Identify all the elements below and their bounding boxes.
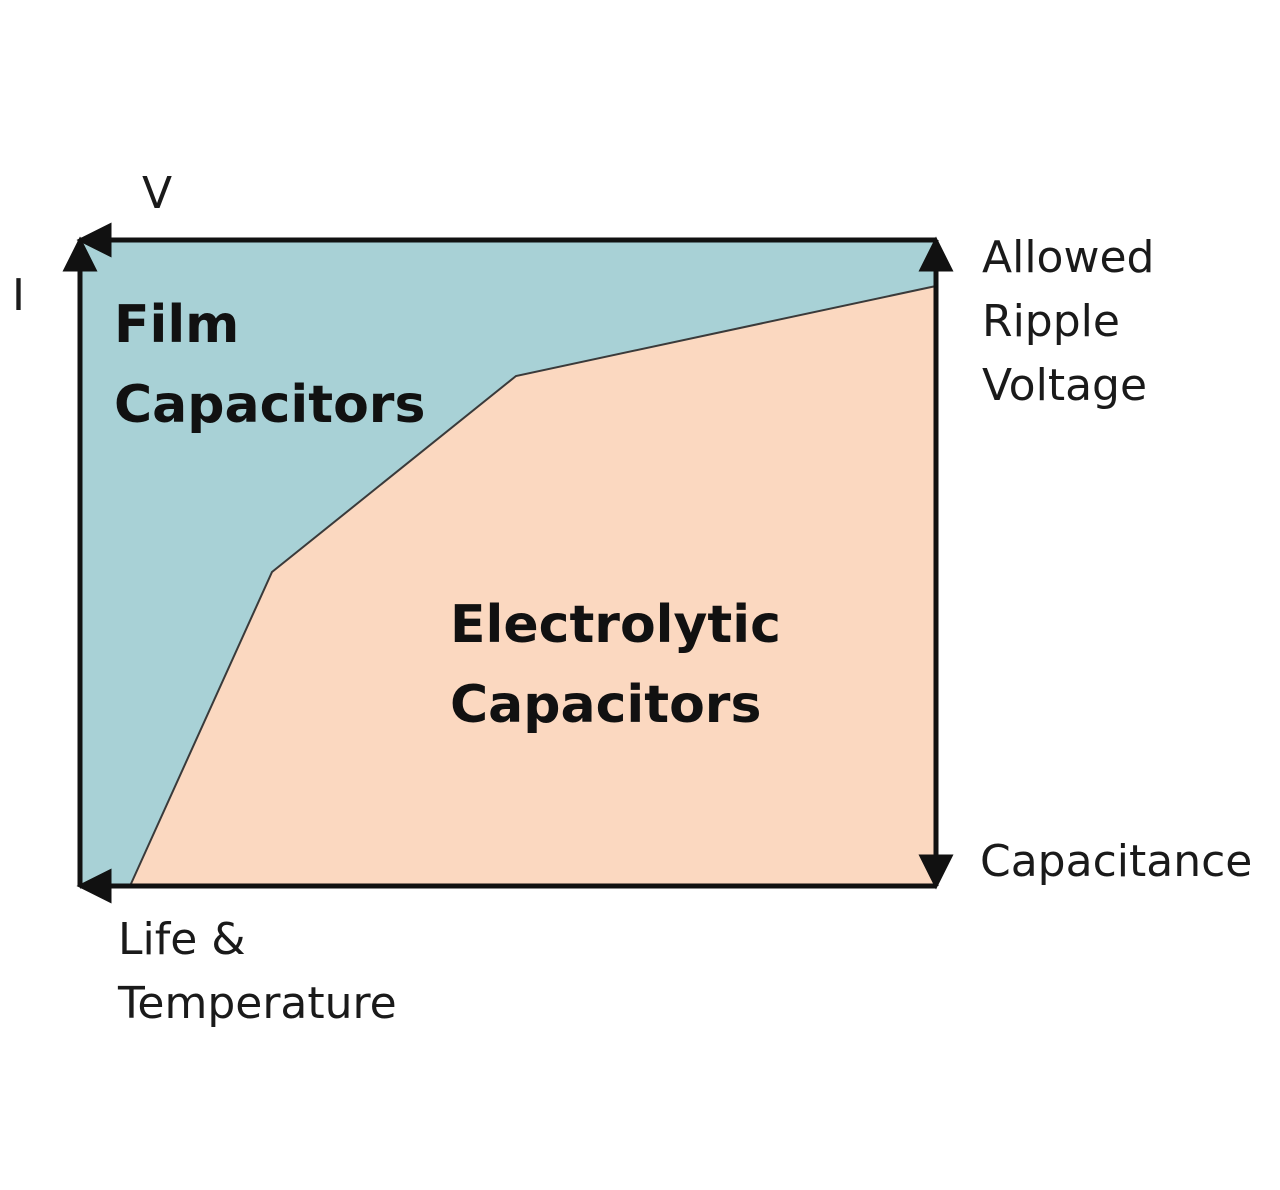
voltage-axis-label: V [142,168,172,219]
electrolytic-capacitors-label-line2: Capacitors [450,675,761,735]
film-capacitors-label-line1: Film [114,295,239,355]
allowed-ripple-voltage-label-line1: Allowed [982,232,1154,283]
film-capacitors-label-line2: Capacitors [114,375,425,435]
capacitance-label: Capacitance [980,836,1252,887]
life-temperature-label-line1: Life & [118,914,246,965]
electrolytic-capacitors-region [130,286,936,886]
allowed-ripple-voltage-label-line2: Ripple [982,296,1120,347]
current-axis-label: I [12,270,25,321]
electrolytic-capacitors-label-line1: Electrolytic [450,595,781,655]
region-boundary-line [129,285,937,887]
life-temperature-label-line2: Temperature [117,978,397,1029]
allowed-ripple-voltage-label-line3: Voltage [982,360,1147,411]
